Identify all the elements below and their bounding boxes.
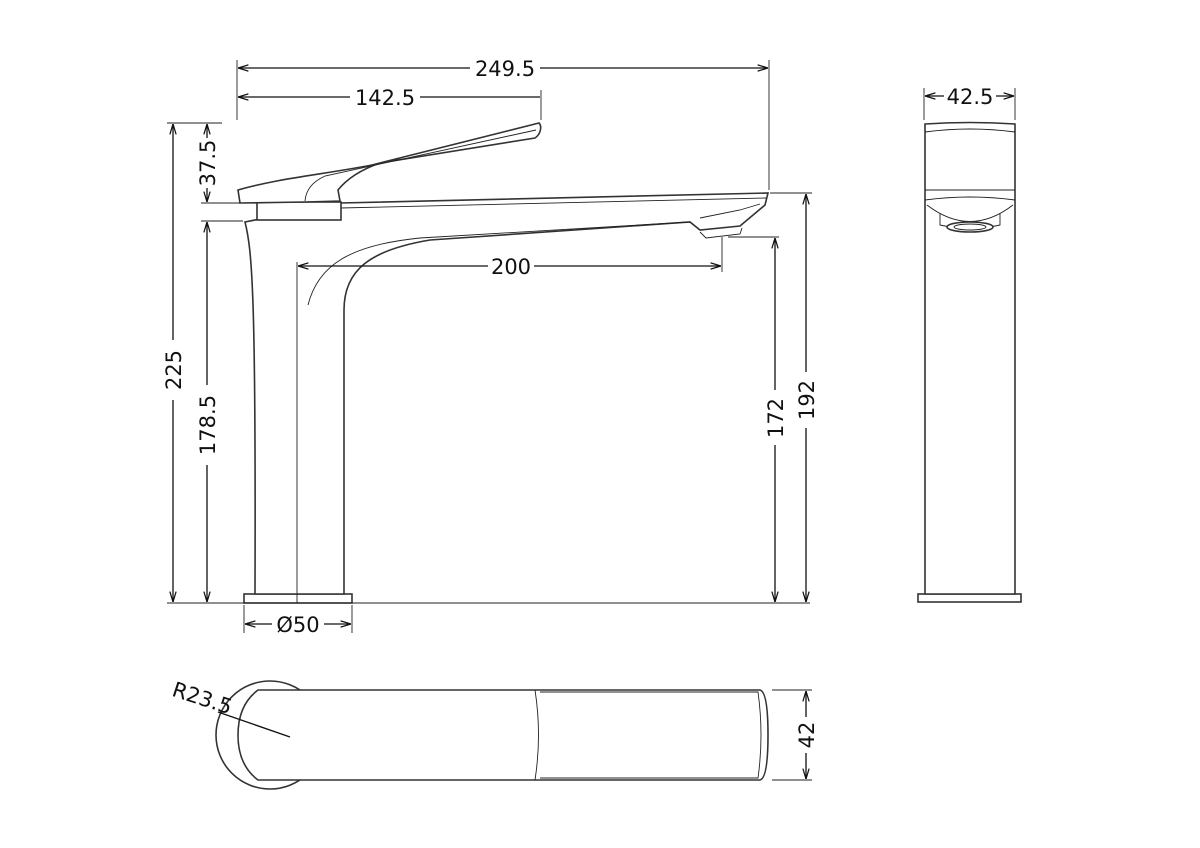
aerator xyxy=(699,227,743,239)
dim-label: 42 xyxy=(795,722,819,749)
spout-lip xyxy=(699,203,761,219)
dim-side-width: 42.5 xyxy=(923,85,1016,120)
spout-inner-curve xyxy=(307,221,691,306)
spout-top-edge xyxy=(339,197,767,209)
tap-body xyxy=(924,121,1016,595)
dim-base-diameter: Ø50 xyxy=(243,605,353,637)
dim-top-width: 42 xyxy=(772,689,819,781)
cartridge-collar xyxy=(256,201,342,221)
front-view: 249.5 142.5 225 37.5 178.5 xyxy=(162,57,819,637)
aerator-inner xyxy=(953,223,987,231)
dim-label: 37.5 xyxy=(196,140,220,187)
spout-inner-line xyxy=(540,691,762,779)
dim-label: R23.5 xyxy=(169,677,235,719)
base-plate xyxy=(243,593,353,604)
dim-body-height: 178.5 xyxy=(196,220,243,602)
lever-edge xyxy=(924,128,1016,133)
dim-spout-reach: 200 xyxy=(296,237,723,603)
top-view: R23.5 42 xyxy=(169,677,819,790)
dim-label: 42.5 xyxy=(947,85,994,109)
dim-spout-outlet-height: 172 xyxy=(728,236,788,602)
dim-label: 192 xyxy=(795,380,819,420)
base-plate xyxy=(917,593,1022,603)
spout-top xyxy=(924,196,1016,201)
dim-spout-top-height: 192 xyxy=(770,192,819,602)
dim-overall-length: 249.5 xyxy=(236,57,770,190)
dim-label: 142.5 xyxy=(355,86,415,110)
dim-label: 172 xyxy=(764,398,788,438)
lever-joint-line xyxy=(534,689,539,781)
dim-label: 178.5 xyxy=(196,395,220,455)
spout-top-outline xyxy=(237,689,769,781)
dim-lever-height: 37.5 xyxy=(196,124,240,204)
lever-inner-line xyxy=(304,129,537,202)
lever-handle xyxy=(237,122,542,204)
dim-label: 249.5 xyxy=(475,57,535,81)
dim-label: 200 xyxy=(491,255,531,279)
dim-label: Ø50 xyxy=(276,613,319,637)
dim-overall-height: 225 xyxy=(162,122,810,604)
dim-label: 225 xyxy=(162,350,186,390)
side-view: 42.5 xyxy=(917,85,1022,603)
tap-body xyxy=(244,192,770,595)
dim-lever-length: 142.5 xyxy=(238,86,542,120)
